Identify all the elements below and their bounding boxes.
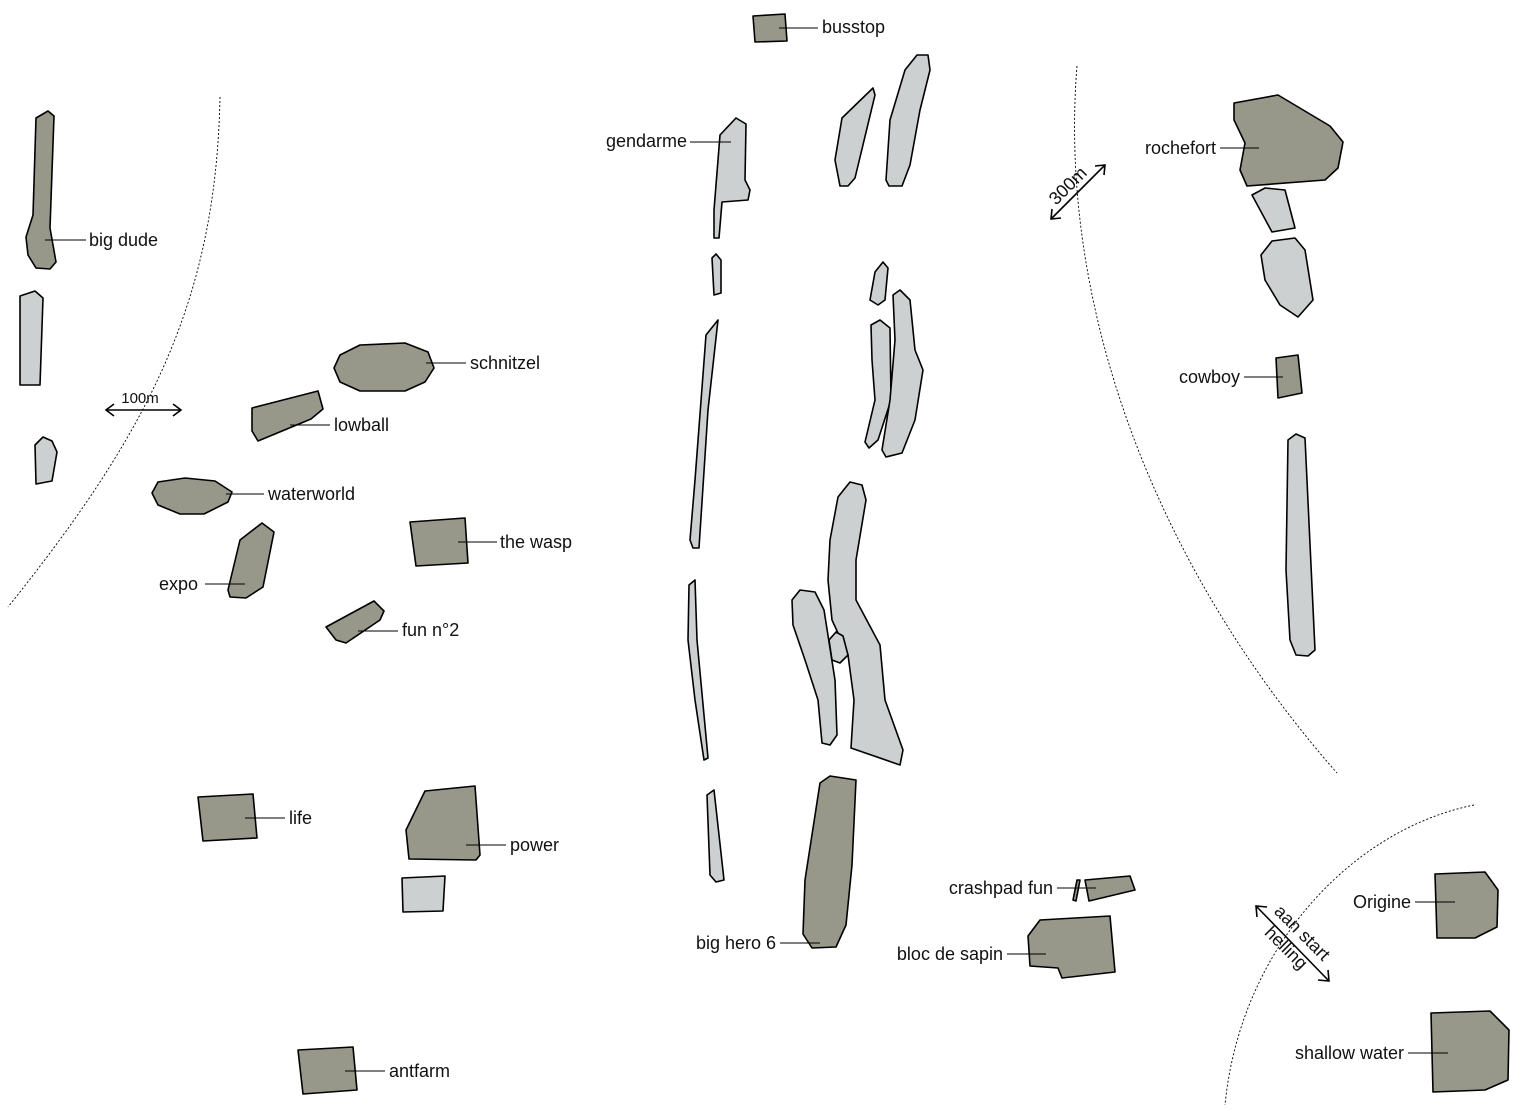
boulder-big-hero-6[interactable]: big hero 6 <box>696 775 857 953</box>
boulder-power[interactable]: power <box>405 785 559 861</box>
scale-label-100m: 100m <box>121 390 159 407</box>
boulder-shallow-water[interactable]: shallow water <box>1295 1010 1510 1093</box>
label-gendarme: gendarme <box>606 131 687 151</box>
boulder-lowball[interactable]: lowball <box>251 390 389 442</box>
label-power: power <box>510 835 559 855</box>
boulder-antfarm[interactable]: antfarm <box>297 1046 450 1095</box>
label-crashpad-fun: crashpad fun <box>949 878 1053 898</box>
label-life: life <box>289 808 312 828</box>
label-waterworld: waterworld <box>267 484 355 504</box>
label-antfarm: antfarm <box>389 1061 450 1081</box>
boulder-crashpad-fun[interactable]: crashpad fun <box>949 875 1136 902</box>
boulder-gendarme[interactable]: gendarme <box>606 131 731 151</box>
boulder-cowboy[interactable]: cowboy <box>1179 354 1303 399</box>
boulder-rochefort[interactable]: rochefort <box>1145 94 1344 187</box>
boulder-life[interactable]: life <box>197 793 312 842</box>
boulder-origine[interactable]: Origine <box>1353 871 1499 939</box>
boulder-busstop[interactable]: busstop <box>752 13 885 43</box>
label-expo: expo <box>159 574 198 594</box>
scale-100m: 100m <box>104 390 183 417</box>
boulder-bloc-de-sapin[interactable]: bloc de sapin <box>897 915 1116 979</box>
label-bloc-de-sapin: bloc de sapin <box>897 944 1003 964</box>
label-schnitzel: schnitzel <box>470 353 540 373</box>
boulder-big-dude[interactable]: big dude <box>25 110 158 270</box>
boulder-schnitzel[interactable]: schnitzel <box>333 342 540 392</box>
unnamed-boulders <box>19 54 1316 913</box>
label-rochefort: rochefort <box>1145 138 1216 158</box>
boulder-the-wasp[interactable]: the wasp <box>409 517 572 567</box>
label-the-wasp: the wasp <box>500 532 572 552</box>
label-fun-n2: fun n°2 <box>402 620 459 640</box>
label-busstop: busstop <box>822 17 885 37</box>
label-shallow-water: shallow water <box>1295 1043 1404 1063</box>
label-big-dude: big dude <box>89 230 158 250</box>
boulder-waterworld[interactable]: waterworld <box>151 477 355 515</box>
scale-300m: 300m <box>1045 163 1106 220</box>
label-origine: Origine <box>1353 892 1411 912</box>
distance-curve-300m <box>1074 65 1338 774</box>
distance-curve-100m <box>7 96 221 608</box>
slope-arrow: aan start helling <box>1255 901 1334 982</box>
label-big-hero-6: big hero 6 <box>696 933 776 953</box>
boulder-fun-n2[interactable]: fun n°2 <box>325 600 459 644</box>
distance-curve-slope <box>1224 804 1475 1106</box>
label-lowball: lowball <box>334 415 389 435</box>
label-cowboy: cowboy <box>1179 367 1240 387</box>
boulder-expo[interactable]: expo <box>159 522 275 599</box>
